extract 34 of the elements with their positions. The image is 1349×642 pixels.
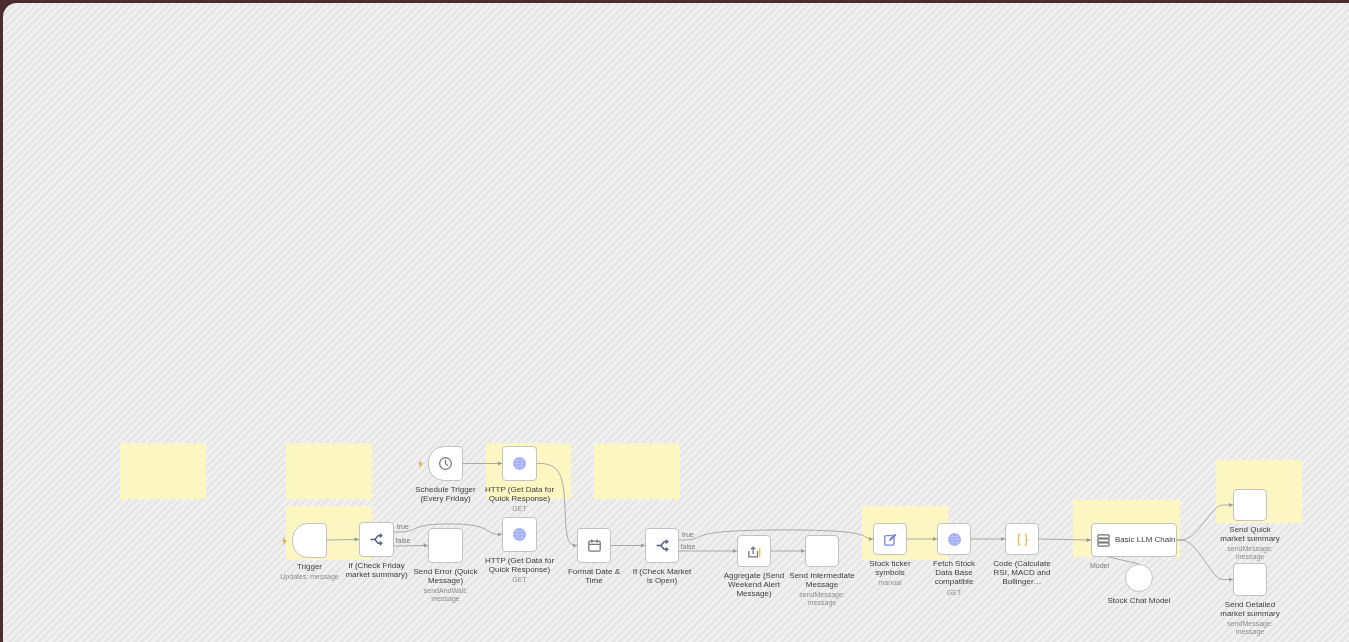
node-title: Stock Chat Model [1107, 596, 1171, 606]
sticky-note [594, 443, 680, 499]
node-title: Send Quick market summary [1219, 525, 1281, 544]
node-title: Basic LLM Chain [1115, 535, 1176, 545]
node-title: Send Detailed market summary [1219, 600, 1281, 619]
node-title: Format Date & Time [567, 567, 621, 586]
node-title: Stock ticker symbols [868, 559, 912, 578]
node-title: Send Intermediate Message [789, 571, 855, 590]
node-title: Aggregate (Send Weekend Alert Message) [722, 571, 786, 599]
connector-arrow [393, 543, 429, 548]
connector-arrow [326, 537, 360, 542]
node-title: HTTP (Get Data for Quick Response) [483, 485, 556, 504]
sticky-note [286, 443, 372, 499]
connector-arrow [610, 543, 646, 548]
connector-arrow [770, 548, 806, 554]
node-title: Schedule Trigger (Every Friday) [414, 485, 477, 504]
node-title: If (Check Friday market summary) [344, 561, 409, 580]
connector-arrow [678, 529, 874, 542]
connector-arrow [970, 536, 1006, 542]
connector-arrow [678, 548, 738, 554]
node-title: Fetch Stock Data Base compatible [931, 559, 977, 587]
connector-arrow [1176, 539, 1234, 582]
connector-line [1108, 556, 1140, 565]
node-title: HTTP (Get Data for Quick Response) [483, 556, 556, 575]
connector-arrow [462, 461, 503, 466]
connector-arrow [536, 463, 578, 548]
node-title: Code (Calculate RSI, MACD and Bollinger… [992, 559, 1052, 587]
connector-arrow [1038, 537, 1092, 543]
connector-arrow [393, 523, 503, 537]
node-title: If (Check Market is Open) [631, 567, 693, 586]
node-title: Send Error (Quick Message) [412, 567, 479, 586]
sticky-note [120, 443, 206, 499]
connector-arrow [906, 536, 938, 542]
node-title: Trigger [296, 562, 322, 572]
